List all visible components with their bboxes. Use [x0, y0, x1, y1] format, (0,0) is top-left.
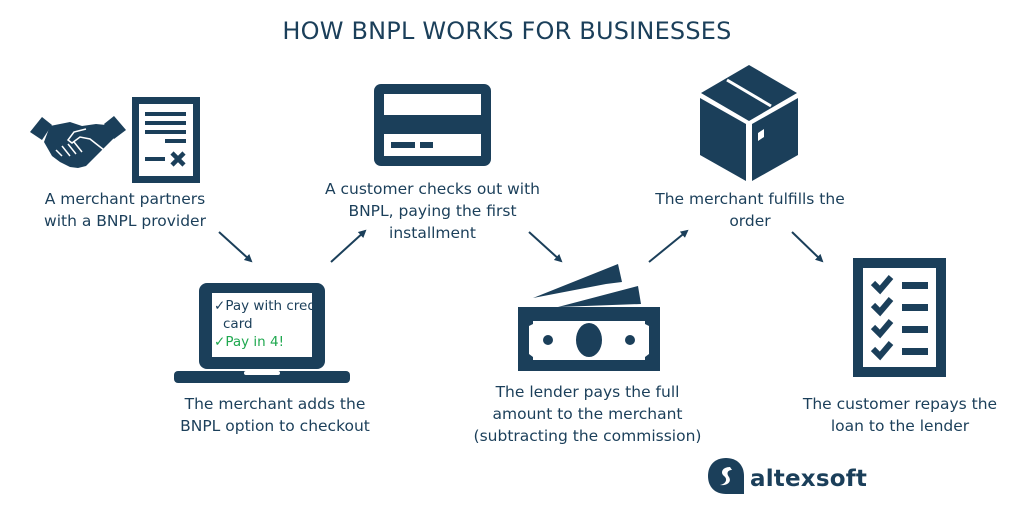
checkout-option-credit-cont: card [223, 316, 253, 332]
package-box-icon [700, 65, 798, 181]
step-caption-customer-checkout: A customer checks out with BNPL, paying … [324, 180, 541, 242]
arrow-2-to-3 [330, 229, 367, 263]
laptop-screen: ✓Pay with credit card ✓Pay in 4! [214, 297, 350, 351]
credit-card-icon [374, 84, 491, 166]
cash-icon [518, 264, 660, 371]
check-icon: ✓ [214, 298, 226, 314]
step-caption-checkout: The merchant adds the BNPL option to che… [180, 395, 370, 435]
checkout-option-credit: ✓Pay with credit [214, 297, 350, 315]
checklist-icon [853, 258, 946, 377]
arrow-3-to-4 [528, 231, 563, 263]
contract-icon [132, 97, 200, 183]
option-label: Pay with credit [225, 298, 325, 314]
altexsoft-logo-icon [708, 458, 744, 494]
step-caption-fulfill: The merchant fulfills the order [655, 190, 845, 230]
checkout-option-bnpl: ✓Pay in 4! [214, 333, 350, 351]
option-label: Pay in 4! [225, 334, 284, 350]
laptop-frame-right [312, 293, 325, 357]
arrow-1-to-2 [218, 231, 253, 263]
arrow-4-to-5 [648, 229, 689, 263]
laptop-icon [174, 283, 352, 383]
step-caption-lender-pays: The lender pays the full amount to the m… [473, 383, 702, 445]
arrow-5-to-6 [791, 231, 824, 263]
step-caption-partner: A merchant partners with a BNPL provider [44, 190, 206, 230]
handshake-icon [30, 116, 126, 168]
step-caption-repay: The customer repays the loan to the lend… [802, 395, 998, 435]
brand-name: altexsoft [750, 466, 868, 492]
check-icon: ✓ [214, 334, 226, 350]
diagram-title: HOW BNPL WORKS FOR BUSINESSES [282, 17, 732, 45]
